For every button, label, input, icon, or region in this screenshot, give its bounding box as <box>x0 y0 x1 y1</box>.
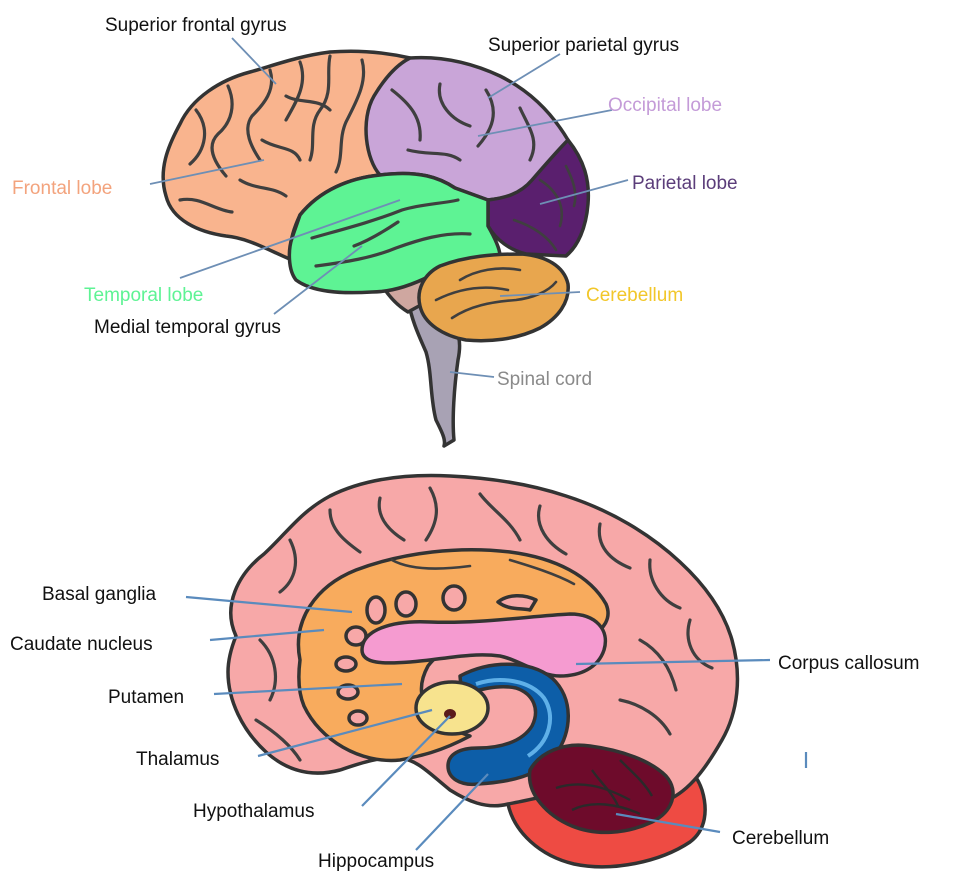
label-corpus-callosum: Corpus callosum <box>778 653 920 674</box>
label-hypothalamus: Hypothalamus <box>193 801 314 822</box>
medial-brain-view: Basal ganglia Caudate nucleus Putamen Th… <box>10 476 920 872</box>
lateral-brain-view: Superior frontal gyrus Superior parietal… <box>12 15 738 446</box>
label-occipital-lobe: Occipital lobe <box>608 95 722 116</box>
thalamus-region <box>416 682 488 734</box>
label-basal-ganglia: Basal ganglia <box>42 584 157 605</box>
label-cerebellum-top: Cerebellum <box>586 285 683 306</box>
label-superior-frontal-gyrus: Superior frontal gyrus <box>105 15 287 36</box>
label-caudate-nucleus: Caudate nucleus <box>10 634 153 655</box>
label-parietal-lobe: Parietal lobe <box>632 173 738 194</box>
label-temporal-lobe: Temporal lobe <box>84 285 203 306</box>
label-putamen: Putamen <box>108 687 184 708</box>
label-medial-temporal-gyrus: Medial temporal gyrus <box>94 317 281 338</box>
label-hippocampus: Hippocampus <box>318 851 434 872</box>
label-cerebellum-bottom: Cerebellum <box>732 828 829 849</box>
label-spinal-cord: Spinal cord <box>497 369 592 390</box>
label-frontal-lobe: Frontal lobe <box>12 178 112 199</box>
label-superior-parietal-gyrus: Superior parietal gyrus <box>488 35 679 56</box>
label-thalamus: Thalamus <box>136 749 219 770</box>
